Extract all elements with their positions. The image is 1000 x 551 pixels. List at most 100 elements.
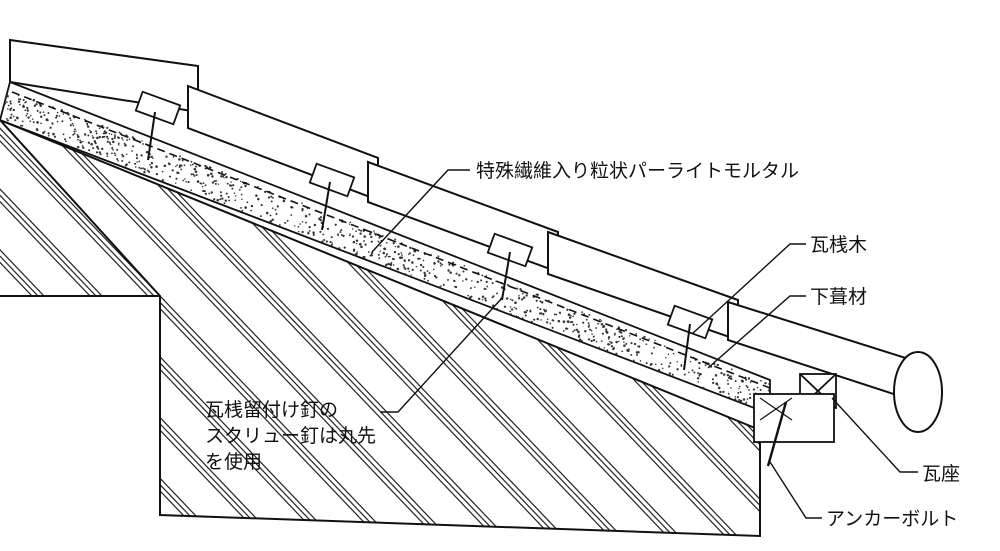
mortar-dot: [722, 373, 726, 376]
mortar-dot: [580, 339, 583, 342]
mortar-dot: [88, 149, 91, 152]
mortar-dot: [509, 298, 512, 301]
mortar-dot: [610, 345, 614, 348]
nail: [501, 251, 511, 301]
mortar-dot: [77, 138, 79, 141]
mortar-dot: [299, 223, 301, 225]
mortar-dot: [26, 112, 29, 115]
mortar-dot: [437, 260, 440, 263]
mortar-dot: [408, 270, 411, 273]
mortar-dot: [412, 254, 415, 256]
mortar-dot: [615, 340, 618, 344]
mortar-dot: [355, 242, 358, 245]
mortar-dot: [308, 225, 311, 229]
mortar-dot: [742, 398, 746, 401]
mortar-dot: [163, 164, 167, 168]
mortar-dot: [748, 396, 752, 400]
mortar-dot: [447, 269, 450, 272]
mortar-dot: [739, 399, 743, 403]
mortar-dot: [437, 255, 440, 258]
mortar-dot: [384, 255, 387, 258]
mortar-dot: [325, 240, 328, 243]
mortar-dot: [764, 382, 767, 385]
hatch-line: [0, 120, 181, 536]
mortar-dot: [660, 363, 663, 366]
mortar-dot: [621, 350, 624, 353]
label-nail-note-1: 瓦桟留付け釘の: [205, 399, 338, 421]
mortar-dot: [540, 301, 544, 304]
mortar-dot: [82, 140, 84, 143]
mortar-dot: [465, 278, 467, 281]
mortar-dot: [171, 169, 174, 172]
mortar-dot: [572, 315, 574, 318]
mortar-dot: [377, 253, 380, 256]
mortar-dot: [370, 235, 373, 239]
mortar-dot: [767, 389, 770, 392]
mortar-dot: [79, 139, 81, 142]
mortar-dot: [269, 214, 272, 217]
mortar-dot: [75, 130, 77, 132]
mortar-dot: [422, 265, 425, 269]
mortar-dot: [204, 184, 207, 187]
mortar-dot: [615, 352, 618, 355]
mortar-dot: [368, 251, 370, 253]
mortar-dot: [500, 286, 504, 289]
mortar-dot: [496, 307, 498, 310]
mortar-dot: [738, 387, 740, 390]
mortar-dot: [726, 379, 729, 382]
mortar-dot: [533, 318, 536, 321]
mortar-dot: [688, 371, 690, 374]
mortar-dot: [654, 363, 657, 365]
mortar-dot: [260, 204, 263, 207]
leader-mortar: [371, 169, 470, 253]
hatch-line: [0, 120, 413, 536]
mortar-dot: [536, 317, 539, 321]
mortar-dot: [447, 278, 449, 281]
mortar-dot: [224, 199, 228, 202]
mortar-dot: [598, 346, 600, 349]
mortar-dot: [492, 295, 495, 298]
mortar-dot: [559, 312, 561, 315]
mortar-dot: [389, 266, 392, 269]
mortar-dot: [111, 137, 114, 141]
mortar-dot: [401, 254, 403, 256]
mortar-dot: [389, 255, 391, 258]
mortar-dot: [566, 320, 569, 323]
mortar-dot: [255, 194, 258, 197]
mortar-dot: [47, 112, 50, 114]
mortar-dot: [210, 172, 213, 176]
mortar-dot: [628, 335, 631, 337]
mortar-dot: [496, 292, 498, 295]
hatch-line: [43, 120, 465, 536]
mortar-dot: [301, 202, 303, 204]
mortar-dot: [282, 199, 286, 203]
mortar-dot: [370, 240, 373, 243]
mortar-dot: [323, 238, 326, 242]
mortar-dot: [297, 230, 300, 233]
mortar-dot: [259, 215, 262, 218]
mortar-dot: [122, 155, 125, 158]
mortar-dot: [276, 205, 279, 208]
mortar-dot: [167, 162, 170, 165]
mortar-dot: [272, 197, 274, 199]
mortar-dot: [76, 134, 79, 136]
mortar-dot: [140, 154, 143, 157]
mortar-dot: [408, 252, 411, 255]
mortar-dot: [211, 181, 215, 184]
mortar-dot: [522, 297, 525, 300]
mortar-dot: [635, 351, 639, 354]
mortar-dot: [390, 262, 393, 264]
mortar-dot: [600, 340, 603, 342]
mortar-dot: [602, 325, 605, 329]
mortar-dot: [474, 286, 476, 288]
mortar-dot: [190, 189, 192, 191]
mortar-dot: [568, 316, 572, 319]
mortar-dot: [689, 360, 692, 363]
mortar-dot: [353, 248, 356, 251]
mortar-dot: [240, 193, 243, 196]
mortar-dot: [201, 185, 204, 188]
mortar-dot: [227, 195, 230, 199]
mortar-dot: [516, 287, 519, 290]
mortar-dot: [131, 150, 133, 152]
mortar-dot: [36, 109, 39, 112]
